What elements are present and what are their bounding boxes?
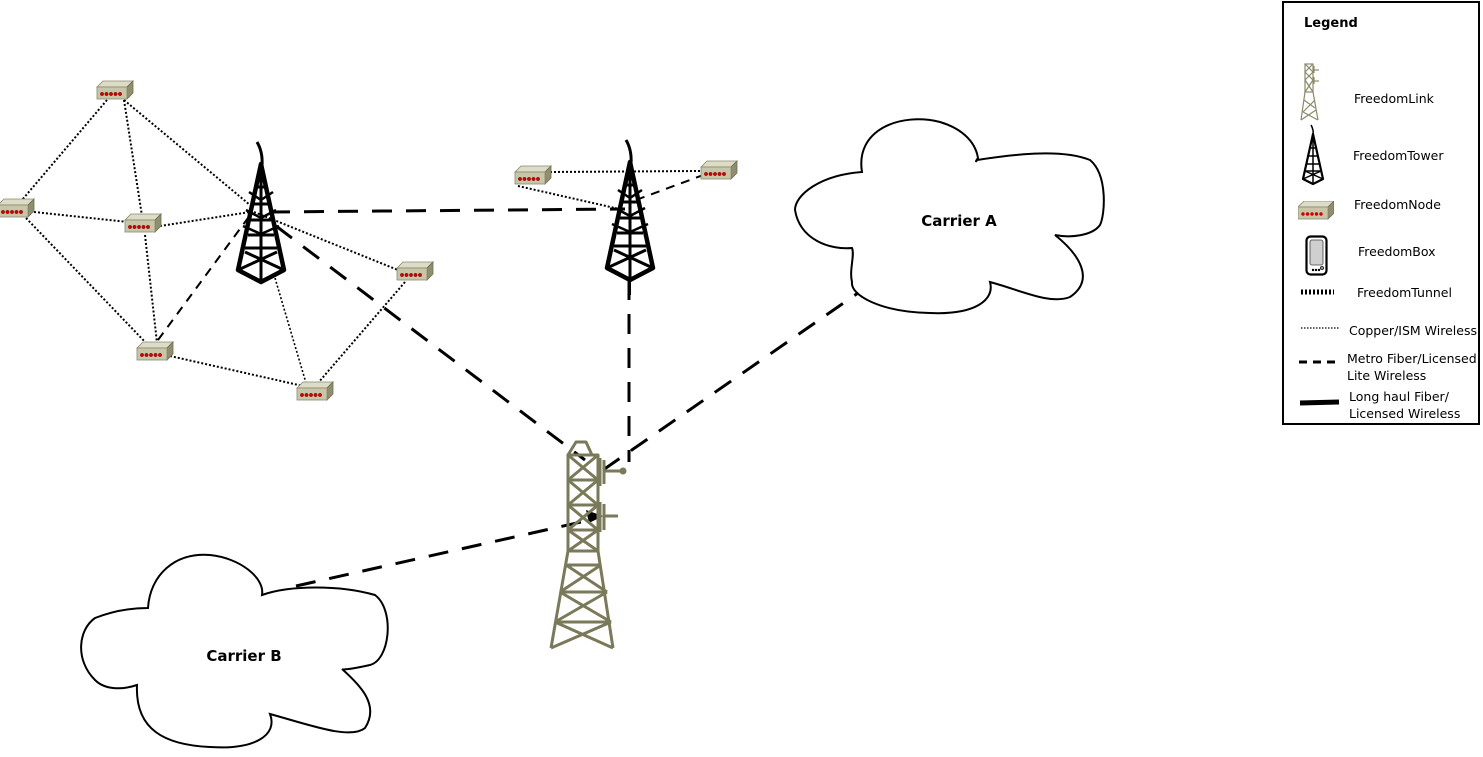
copper-link xyxy=(169,355,304,387)
legend-label-freedombox: FreedomBox xyxy=(1358,244,1436,259)
copper-link xyxy=(21,99,108,201)
carrier-b-cloud[interactable]: Carrier B xyxy=(80,553,389,749)
long-haul-line xyxy=(1299,399,1340,406)
freedom-tunnel-line xyxy=(1301,289,1334,295)
carrier-a-label: Carrier A xyxy=(921,212,997,230)
copper-link xyxy=(549,170,701,173)
copper-link xyxy=(159,211,251,227)
legend-label-freedomnode: FreedomNode xyxy=(1354,197,1441,212)
legend-label-line: Licensed Wireless xyxy=(1349,406,1461,421)
legend-label-freedomtunnel: FreedomTunnel xyxy=(1357,285,1452,300)
metro-fiber-line xyxy=(1299,360,1340,364)
legend-label-line: Metro Fiber/Licensed xyxy=(1347,351,1477,366)
carrier-a-cloud[interactable]: Carrier A xyxy=(793,118,1105,315)
freedom-node-icon[interactable] xyxy=(136,341,174,361)
legend-panel: Legend FreedomLink FreedomTower xyxy=(1282,1,1480,425)
freedom-node-icon[interactable] xyxy=(0,198,35,218)
freedom-node-icon[interactable] xyxy=(396,261,434,281)
copper-ism-line xyxy=(1301,327,1340,329)
copper-link xyxy=(123,99,251,206)
freedom-link-icon xyxy=(1300,63,1319,121)
long-dash-links xyxy=(269,207,859,588)
legend-label-line: Long haul Fiber/ xyxy=(1349,389,1449,404)
copper-link xyxy=(144,234,158,344)
cloud-shape xyxy=(793,118,1105,315)
copper-link xyxy=(317,281,406,384)
freedom-box-icon xyxy=(1305,235,1328,276)
freedom-link-icon[interactable] xyxy=(549,440,627,650)
metro-link xyxy=(635,173,707,201)
metro-fiber-links xyxy=(157,173,707,341)
freedom-tower-icon xyxy=(1301,124,1325,186)
copper-link xyxy=(517,185,616,209)
legend-label-freedomlink: FreedomLink xyxy=(1354,91,1434,106)
copper-ism-links xyxy=(21,99,701,387)
legend-label-long-haul: Long haul Fiber/ Licensed Wireless xyxy=(1349,388,1460,422)
carrier-b-to-link-tower-link xyxy=(295,518,591,588)
freedom-node-icon[interactable] xyxy=(96,80,134,100)
legend-title: Legend xyxy=(1304,16,1358,31)
link-tower-to-carrier-a-link xyxy=(602,291,859,472)
freedom-node-icon xyxy=(1298,201,1334,220)
legend-label-metro-fiber: Metro Fiber/Licensed Lite Wireless xyxy=(1347,350,1477,384)
freedom-node-icon[interactable] xyxy=(296,381,334,401)
freedom-node-icon[interactable] xyxy=(514,165,552,185)
copper-link xyxy=(25,217,149,346)
carrier-b-label: Carrier B xyxy=(206,647,281,665)
metro-link xyxy=(157,217,249,341)
freedom-node-icon[interactable] xyxy=(700,160,738,180)
freedom-node-icon[interactable] xyxy=(124,213,162,233)
cloud-shape xyxy=(80,553,389,749)
tower-to-link-tower-link xyxy=(275,224,586,462)
legend-label-line: Lite Wireless xyxy=(1347,368,1427,383)
tower-to-tower-link xyxy=(269,207,626,214)
legend-label-freedomtower: FreedomTower xyxy=(1353,148,1444,163)
copper-link xyxy=(123,99,143,217)
copper-link xyxy=(33,211,129,223)
legend-label-copper-ism: Copper/ISM Wireless xyxy=(1349,323,1477,338)
copper-link xyxy=(253,211,399,271)
copper-link xyxy=(274,277,307,384)
